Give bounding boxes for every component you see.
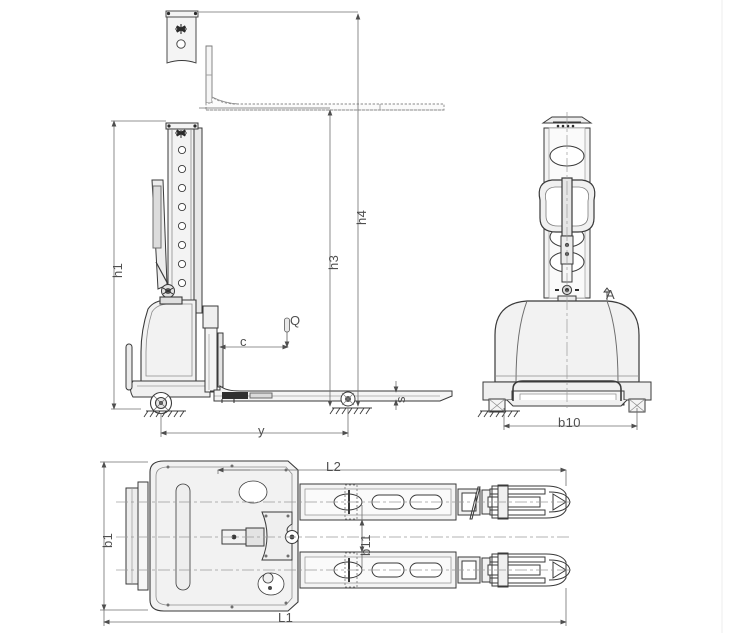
plan-view-dimensions xyxy=(100,461,567,626)
dim-label-Q: Q xyxy=(290,313,301,328)
side-view-dimensions xyxy=(111,11,399,437)
dim-label-L2: L2 xyxy=(326,459,342,474)
front-bumper-loop xyxy=(512,380,622,401)
machine-body-cowling xyxy=(140,296,197,382)
front-wheels xyxy=(488,398,646,413)
dim-label-h1: h1 xyxy=(110,262,125,278)
side-elevation-view xyxy=(125,122,453,418)
mast-hole-column xyxy=(177,145,187,288)
mast-assembly xyxy=(165,122,203,314)
detail-marker-A xyxy=(603,287,611,300)
forks-lowered xyxy=(213,384,453,407)
dim-label-b10: b10 xyxy=(558,415,581,430)
dim-label-L1: L1 xyxy=(278,610,294,625)
dim-label-h3: h3 xyxy=(326,254,341,270)
plan-tiller-pivot xyxy=(221,511,299,561)
mast-head-bracket xyxy=(165,10,199,64)
plan-fork-blades xyxy=(469,484,571,588)
chassis-skirt xyxy=(130,380,211,398)
drive-wheel xyxy=(149,391,173,415)
front-view-dimensions xyxy=(503,408,638,430)
dim-label-b11: b11 xyxy=(358,534,373,556)
plan-rear-bumper xyxy=(125,481,149,591)
side-view-raised-position xyxy=(165,10,445,111)
dim-label-y: y xyxy=(258,423,265,438)
dim-label-b1: b1 xyxy=(100,532,115,548)
rear-bumper xyxy=(125,343,133,391)
dim-label-A: A xyxy=(606,287,616,302)
plan-centre-lines xyxy=(116,501,572,571)
tiller-arm xyxy=(151,179,175,298)
fork-carriage xyxy=(202,305,224,393)
dim-label-c: c xyxy=(240,334,247,349)
dim-label-s: s xyxy=(393,396,408,403)
dim-label-h4: h4 xyxy=(354,209,369,225)
plan-view xyxy=(116,460,572,612)
front-elevation-view xyxy=(477,112,652,418)
front-body-hood xyxy=(494,300,640,383)
